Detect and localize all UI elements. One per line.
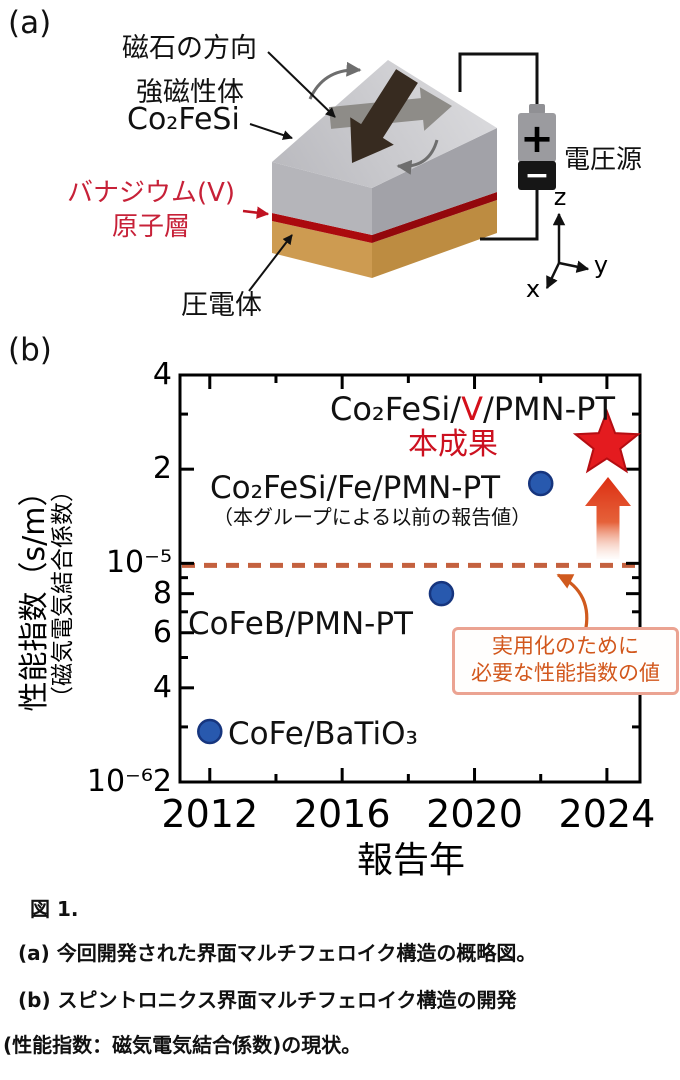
axis-x-arrow [545, 262, 561, 290]
piezo-pointer [248, 234, 293, 292]
wire-top [458, 52, 539, 104]
ferromagnet-pointer [249, 123, 293, 140]
plot-frame [178, 373, 642, 784]
battery-terminal-nub [529, 104, 545, 114]
ferromagnet-left-face [272, 162, 372, 235]
piezo-left-face [272, 221, 372, 278]
battery-negative-body [518, 161, 556, 190]
panel-a-graphics: + − z y x [242, 51, 608, 303]
magnet-direction-pointer [267, 51, 336, 118]
data-point [197, 718, 223, 745]
vanadium-right-face [372, 192, 497, 243]
piezo-right-face [372, 200, 497, 278]
axis-x-label: x [526, 275, 540, 303]
vanadium-left-face [272, 213, 372, 243]
chart-layer [178, 373, 642, 784]
axis-y-label: y [594, 251, 608, 279]
ferromagnet-right-face [372, 128, 497, 235]
improvement-arrow [585, 477, 631, 559]
chart-static [556, 477, 631, 634]
data-point [527, 470, 554, 497]
data-point [428, 580, 455, 607]
star-marker [572, 408, 641, 474]
rotation-arrow-lower [396, 139, 439, 175]
vanadium-pointer [242, 206, 270, 219]
rotation-arrow-upper [308, 61, 362, 100]
threshold-callout-arrow [556, 573, 589, 634]
battery-positive-body [518, 113, 556, 162]
rotated-magnetization-arrow [350, 69, 418, 163]
axis-z-label: z [554, 183, 567, 211]
wire-bottom [480, 190, 539, 241]
battery-minus-sign: − [524, 158, 549, 193]
axis-y-arrow [558, 260, 590, 273]
battery-plus-sign: + [520, 116, 554, 162]
